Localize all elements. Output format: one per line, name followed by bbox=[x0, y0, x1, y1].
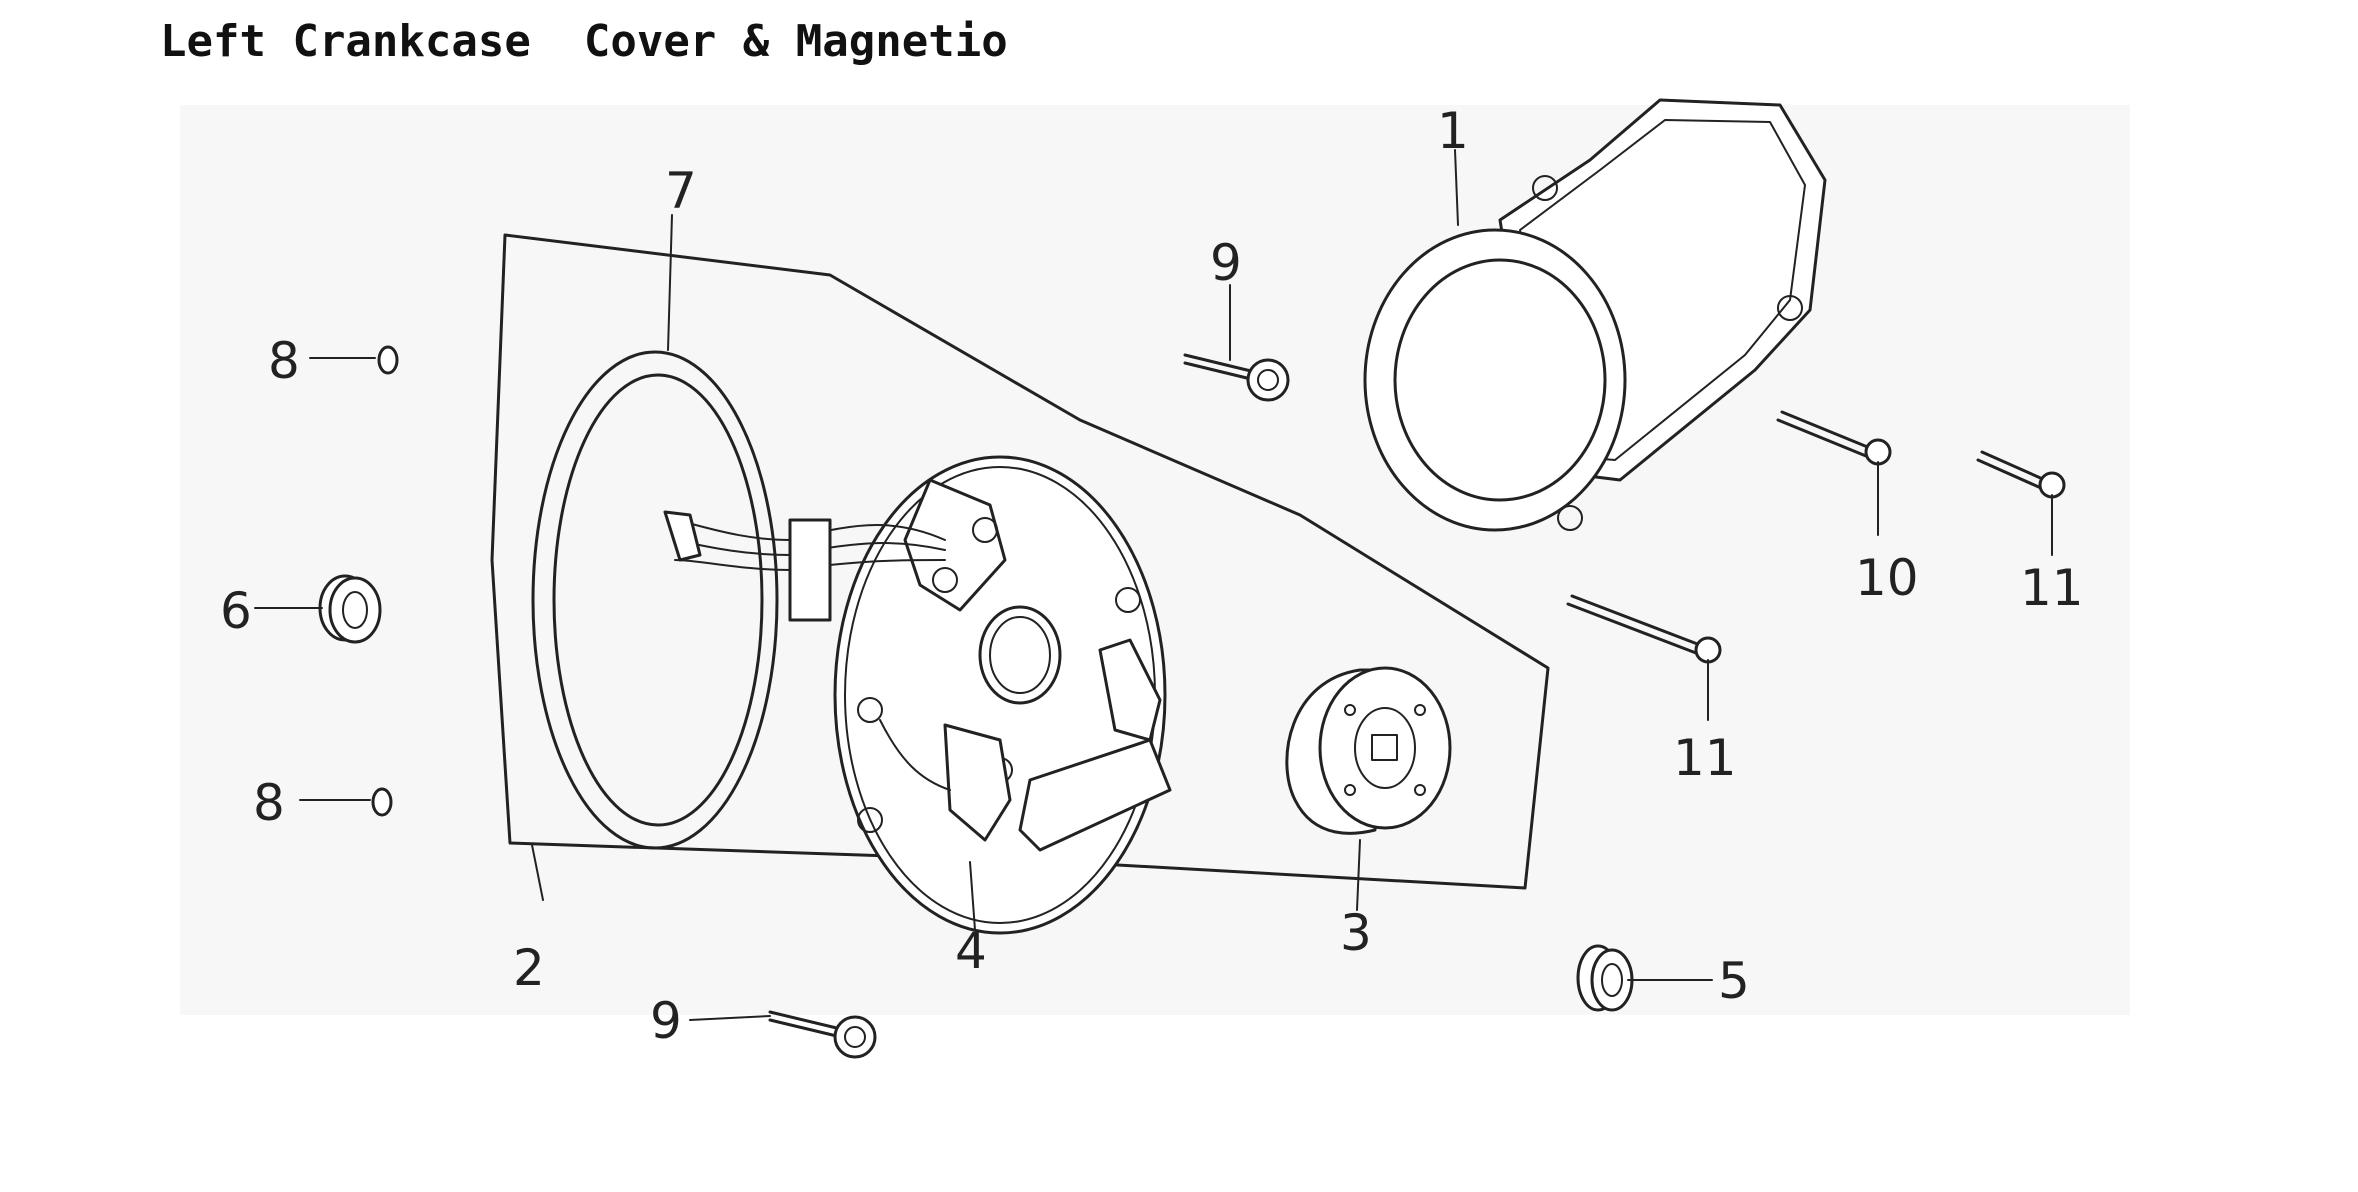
bolt-part-9-bottom bbox=[768, 1010, 877, 1059]
callout-9-bottom: 9 bbox=[650, 992, 682, 1050]
magneto-cover-part-1 bbox=[1363, 98, 1827, 532]
callout-9-top: 9 bbox=[1210, 234, 1242, 292]
flywheel-rotor-part-3 bbox=[1285, 666, 1452, 835]
callout-10: 10 bbox=[1855, 549, 1919, 607]
callout-7: 7 bbox=[665, 162, 697, 220]
bolt-part-11-right bbox=[1976, 450, 2066, 499]
callout-8-top: 8 bbox=[268, 332, 300, 390]
nut-part-5 bbox=[1576, 944, 1634, 1012]
gasket-ring-part-7 bbox=[531, 350, 779, 850]
callout-11-right: 11 bbox=[2020, 559, 2084, 617]
callout-5: 5 bbox=[1718, 952, 1750, 1010]
diagram-title: Left Crankcase Cover & Magnetio bbox=[160, 16, 1008, 67]
dowel-pin-part-8-top bbox=[377, 345, 399, 375]
callout-2: 2 bbox=[513, 939, 545, 997]
stator-plate-part-4 bbox=[663, 455, 1172, 935]
callout-6: 6 bbox=[220, 582, 252, 640]
callout-11-middle: 11 bbox=[1673, 729, 1737, 787]
bolt-part-9-top bbox=[1183, 353, 1290, 402]
callout-8-bottom: 8 bbox=[253, 774, 285, 832]
callout-4: 4 bbox=[955, 922, 987, 980]
dowel-pin-part-8-bottom bbox=[371, 787, 393, 817]
callout-1: 1 bbox=[1437, 102, 1469, 160]
diagram-background bbox=[180, 105, 2130, 1015]
callout-3: 3 bbox=[1340, 904, 1372, 962]
leader-lines bbox=[254, 149, 2053, 1021]
crankcase-cover-part-2 bbox=[490, 233, 1550, 890]
oil-seal-part-6 bbox=[318, 574, 382, 644]
